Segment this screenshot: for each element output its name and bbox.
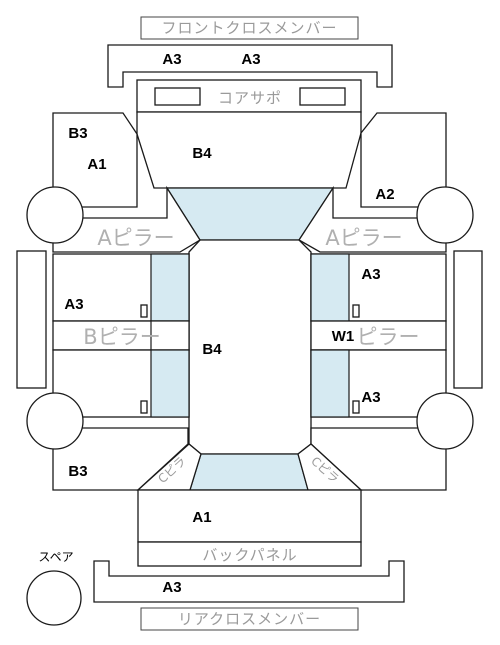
front-left-lower-grade: A1 [87,156,106,173]
front-door-right-window [310,253,350,322]
a-pillar-right[interactable] [298,185,447,253]
a-pillar-left[interactable] [52,185,201,253]
rear-left-wheel[interactable] [26,392,84,450]
rear-door-right-upper-grade: W1 [332,328,355,345]
trunk-panel[interactable] [137,489,362,543]
front-door-left-window [150,253,190,322]
front-cross-member-label-box [140,16,359,40]
front-left-upper-grade: B3 [68,125,87,142]
front-door-left-grade: A3 [64,296,83,313]
roof-grade: B4 [202,341,222,358]
b-pillar-left-label: Bピラー [83,325,160,349]
b-pillar-right-label: ピラー [357,325,420,349]
left-rocker-panel[interactable] [16,250,47,389]
front-right-wheel[interactable] [416,186,474,244]
spare-tire-label: スペア [38,550,73,564]
core-support-label: コアサポ [218,89,282,107]
rear-door-right-lower-grade: A3 [361,389,380,406]
core-support-left-slot [154,87,201,106]
front-right-grade: A2 [375,186,394,203]
rear-door-right-handle [352,400,360,414]
b-pillar-right[interactable] [310,320,447,351]
a-pillar-right-label: Aピラー [325,226,402,250]
rear-door-left-window [150,349,190,418]
rear-right-wheel[interactable] [416,392,474,450]
trunk-grade: A1 [192,509,211,526]
right-rocker-panel[interactable] [453,250,483,389]
core-support-right-slot [299,87,346,106]
hood-grade: B4 [192,145,212,162]
front-cross-member-label: フロントクロスメンバー [161,19,337,37]
rear-cross-member-label: リアクロスメンバー [178,610,321,628]
back-panel[interactable] [137,541,362,567]
b-pillar-left-window [150,320,190,351]
front-cross-right-grade: A3 [241,51,260,68]
front-door-left-handle [140,304,148,318]
front-door-right-handle [352,304,360,318]
front-right-fender[interactable] [360,112,447,208]
front-cross-member-panel[interactable] [107,44,393,88]
front-cross-left-grade: A3 [162,51,181,68]
rear-cross-member-panel[interactable] [93,560,405,603]
rear-cross-grade: A3 [162,579,181,596]
a-pillar-left-label: Aピラー [97,226,174,250]
rear-door-left-handle [140,400,148,414]
front-door-right-grade: A3 [361,266,380,283]
rear-cross-member-label-box [140,607,359,631]
back-panel-label: バックパネル [202,546,297,564]
front-left-wheel[interactable] [26,186,84,244]
rear-left-grade: B3 [68,463,87,480]
rear-door-right-window [310,349,350,418]
rear-window-glass [189,453,309,491]
hood-panel[interactable] [136,111,362,189]
spare-tire[interactable] [26,570,82,626]
